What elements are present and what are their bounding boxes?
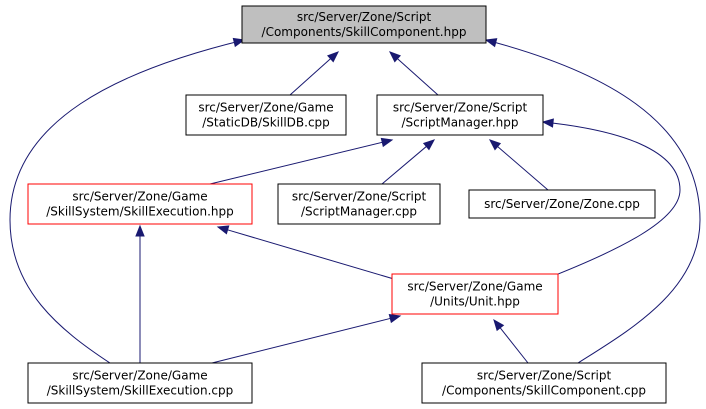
- node-scriptmanager-hpp[interactable]: src/Server/Zone/Script/ScriptManager.hpp: [376, 94, 544, 136]
- node-skillexecution-hpp-box: [27, 183, 253, 225]
- node-skillexecution-cpp[interactable]: src/Server/Zone/Game/SkillSystem/SkillEx…: [27, 362, 253, 404]
- node-skillcomponent-hpp-label-line-2: /Components/SkillComponent.hpp: [262, 25, 467, 39]
- node-scriptmanager-cpp-label-line-2: /ScriptManager.cpp: [301, 205, 417, 219]
- edge-skillexecution-cpp-to-skillcomponent-hpp: [9, 39, 245, 364]
- node-scriptmanager-hpp-box: [376, 94, 544, 136]
- node-skillcomponent-cpp-label-line-2: /Components/SkillComponent.cpp: [442, 384, 646, 398]
- node-unit-hpp-label-line-2: /Units/Unit.hpp: [430, 295, 520, 309]
- edge-skillexecution-cpp-to-skillcomponent-hpp-arrowhead: [232, 37, 246, 48]
- node-scriptmanager-hpp-label-line-1: src/Server/Zone/Script: [393, 101, 528, 115]
- node-unit-hpp[interactable]: src/Server/Zone/Game/Units/Unit.hpp: [391, 273, 559, 315]
- node-zone-cpp-box: [468, 189, 656, 219]
- node-scriptmanager-cpp[interactable]: src/Server/Zone/Script/ScriptManager.cpp: [277, 183, 441, 225]
- edge-skillexecution-hpp-to-scriptmanager-hpp-arrowhead: [380, 137, 394, 148]
- node-zone-cpp-label-line-1: src/Server/Zone/Zone.cpp: [484, 197, 640, 211]
- edge-skilldb-cpp-to-skillcomponent-hpp: [289, 57, 332, 96]
- edge-skilldb-cpp-to-skillcomponent-hpp-arrowhead: [327, 51, 340, 63]
- node-unit-hpp-box: [391, 273, 559, 315]
- node-unit-hpp-label-line-1: src/Server/Zone/Game: [407, 280, 542, 294]
- node-skilldb-cpp-box: [185, 94, 347, 136]
- edge-skillcomponent-cpp-to-unit-hpp: [499, 326, 529, 364]
- nodes-layer: src/Server/Zone/Script/Components/SkillC…: [27, 5, 667, 404]
- edge-scriptmanager-hpp-to-skillcomponent-hpp-arrowhead: [388, 51, 401, 63]
- edge-unit-hpp-to-scriptmanager-hpp-arrowhead: [541, 118, 554, 128]
- edge-unit-hpp-to-skillexecution-hpp: [226, 229, 405, 283]
- edge-zone-cpp-to-scriptmanager-hpp: [496, 145, 549, 191]
- edge-zone-cpp-to-scriptmanager-hpp-arrowhead: [488, 139, 502, 151]
- edge-skillcomponent-cpp-to-skillcomponent-hpp: [485, 39, 701, 364]
- edge-scriptmanager-cpp-to-scriptmanager-hpp-arrowhead: [422, 139, 436, 151]
- edge-skillcomponent-cpp-to-unit-hpp-arrowhead: [493, 318, 505, 332]
- edge-skillexecution-cpp-to-unit-hpp: [211, 317, 392, 364]
- node-skillcomponent-cpp[interactable]: src/Server/Zone/Script/Components/SkillC…: [421, 362, 667, 404]
- node-zone-cpp[interactable]: src/Server/Zone/Zone.cpp: [468, 189, 656, 219]
- node-skillexecution-cpp-box: [27, 362, 253, 404]
- node-skillcomponent-hpp-box: [241, 5, 487, 44]
- node-scriptmanager-hpp-label-line-2: /ScriptManager.hpp: [402, 116, 519, 130]
- edge-skillexecution-cpp-to-unit-hpp-arrowhead: [388, 313, 402, 324]
- node-skilldb-cpp[interactable]: src/Server/Zone/Game/StaticDB/SkillDB.cp…: [185, 94, 347, 136]
- node-skillexecution-hpp-label-line-1: src/Server/Zone/Game: [72, 190, 207, 204]
- node-skillexecution-cpp-label-line-2: /SkillSystem/SkillExecution.cpp: [47, 384, 234, 398]
- edge-scriptmanager-cpp-to-scriptmanager-hpp: [381, 145, 428, 185]
- node-skillcomponent-hpp-label-line-1: src/Server/Zone/Script: [297, 10, 432, 24]
- node-skillexecution-hpp-label-line-2: /SkillSystem/SkillExecution.hpp: [46, 205, 234, 219]
- edge-skillexecution-cpp-to-skillexecution-hpp-arrowhead: [135, 224, 145, 237]
- node-skillcomponent-cpp-label-line-1: src/Server/Zone/Script: [477, 369, 612, 383]
- edge-skillcomponent-cpp-to-skillcomponent-hpp-arrowhead: [484, 38, 498, 48]
- node-skillexecution-cpp-label-line-1: src/Server/Zone/Game: [72, 369, 207, 383]
- node-skillcomponent-hpp: src/Server/Zone/Script/Components/SkillC…: [241, 5, 487, 44]
- edge-skillexecution-hpp-to-scriptmanager-hpp: [209, 141, 384, 185]
- edge-unit-hpp-to-scriptmanager-hpp: [542, 121, 681, 281]
- node-scriptmanager-cpp-box: [277, 183, 441, 225]
- node-scriptmanager-cpp-label-line-1: src/Server/Zone/Script: [292, 190, 427, 204]
- node-skilldb-cpp-label-line-1: src/Server/Zone/Game: [198, 101, 333, 115]
- node-skillexecution-hpp[interactable]: src/Server/Zone/Game/SkillSystem/SkillEx…: [27, 183, 253, 225]
- node-skilldb-cpp-label-line-2: /StaticDB/SkillDB.cpp: [202, 116, 330, 130]
- edge-unit-hpp-to-skillexecution-hpp-arrowhead: [216, 225, 230, 235]
- edges-layer: [9, 37, 701, 364]
- node-skillcomponent-cpp-box: [421, 362, 667, 404]
- edge-scriptmanager-hpp-to-skillcomponent-hpp: [396, 57, 439, 96]
